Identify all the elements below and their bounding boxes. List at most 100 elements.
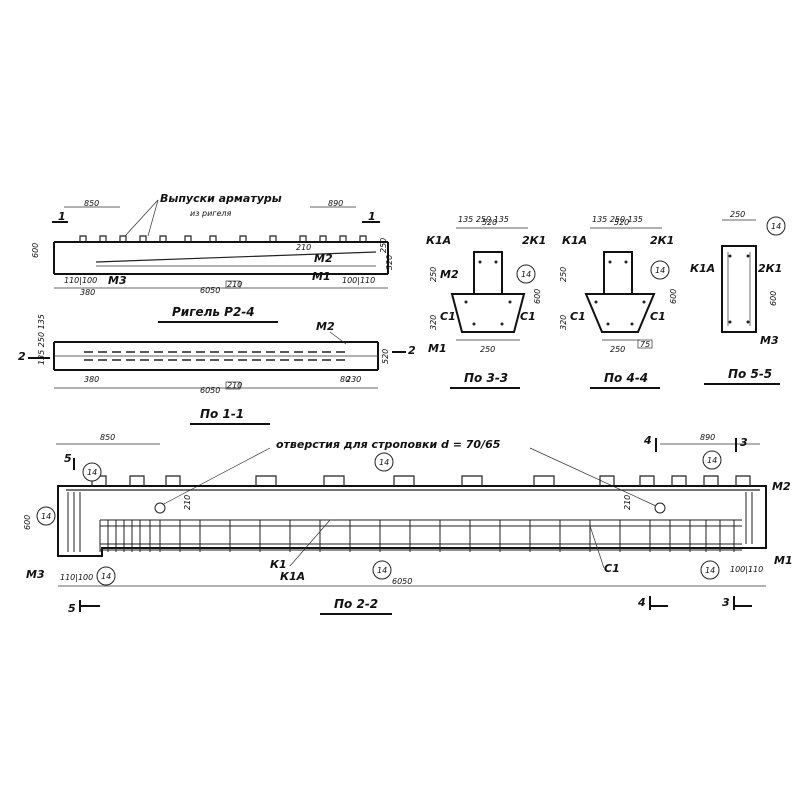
dim-100-110-right: 100|110 [342,276,375,285]
callout-14-g: 14 [705,566,715,575]
callout-14-s33-num: 14 [521,270,531,279]
mark-m2: М2 [314,252,333,265]
dim-890-big: 890 [700,433,715,442]
callout-14-f: 14 [377,566,387,575]
mark-c1-big: С1 [604,562,620,575]
callout-14-s55 [766,216,786,236]
dim-80-230: 230 [346,375,361,384]
dim-600-v-s33: 600 [533,289,542,304]
section-5-5: 250 К1А 2К1 М3 600 14 По 5-5 [690,210,786,385]
dim-850-big: 850 [100,433,115,442]
mark-c1-s33-right: С1 [520,310,536,323]
dim-100-110-big: 100|110 [730,565,763,574]
dim-250-s44: 250 [610,345,625,354]
dim-600-v-s55: 600 [769,291,778,306]
dim-135-250-135: 135 250 135 [37,314,46,365]
cut-mark-2-right: 2 [408,344,416,357]
lifting-hole-right [654,502,666,514]
dim-250-right: 250 [379,238,388,253]
dim-890: 890 [328,199,343,208]
dim-250-v-s33: 250 [429,267,438,282]
cut-mark-3-top: 3 [740,436,748,449]
mark-2k1-s44: 2К1 [650,234,674,247]
dim-600-big: 600 [23,515,32,530]
cut-mark-4-bottom: 4 [637,596,646,609]
callout-14-a: 14 [87,468,97,477]
mark-m1-big: М1 [774,554,793,567]
dim-320-right: 320 [385,255,394,270]
mark-k1-big: К1 [270,558,287,571]
mark-m3-big: М3 [26,568,45,581]
dim-600-v-s44: 600 [669,289,678,304]
cut-mark-3-bottom: 3 [722,596,730,609]
dim-6050-big: 6050 [392,577,412,586]
dim-250-s33: 250 [480,345,495,354]
callout-14-e: 14 [101,572,111,581]
section-3-3: 520 135 250 135 250 К1А 2К1 М2 С1 С1 М1 … [426,215,546,389]
note-holes: отверстия для строповки d = 70/65 [276,438,501,451]
dim-600-left: 600 [31,243,40,258]
dim-250-v-s44: 250 [559,267,568,282]
dim-6050: 6050 [200,286,220,295]
dim-320-v-s33: 320 [429,315,438,330]
top-outlets-big [91,475,751,486]
rebar-outlets [79,235,367,242]
section-2-2-elevation: 850 890 отверстия для строповки d = 70/6… [23,433,793,615]
dim-210-left: 210 [183,495,192,510]
cut-mark-4-top: 4 [643,434,652,447]
dim-6050-plan-box: 210 [227,381,242,390]
callout-14-s44-num: 14 [655,266,665,275]
callout-14-b: 14 [379,458,389,467]
dim-6050-plan: 6050 [200,386,220,395]
mark-m3-s55: М3 [760,334,779,347]
mark-c1-s33-left: С1 [440,310,456,323]
dim-210-right: 210 [623,495,632,510]
cut-mark-5-bottom: 5 [68,602,76,615]
dim-850: 850 [84,199,99,208]
mark-m1: М1 [312,270,331,283]
mark-k1a-s55: К1А [690,262,715,275]
stirrups [99,519,742,552]
plan-view-1-1: 6050 210 380 230 80 М2 135 250 135 520 2… [18,314,416,425]
title-sec-5-5: По 5-5 [728,367,772,381]
mark-c1-s44-left: С1 [570,310,586,323]
dim-135-250-135-s33: 135 250 135 [458,215,509,224]
dim-520-plan: 520 [381,349,390,364]
mark-2k1-s55: 2К1 [758,262,782,275]
dim-250-s55: 250 [730,210,745,219]
title-girder: Ригель Р2-4 [172,305,255,319]
title-sec-1-1: По 1-1 [200,407,244,421]
mark-m2-big: М2 [772,480,791,493]
callout-14-s33 [516,264,536,284]
mark-m3: М3 [108,274,127,287]
mark-2k1-s33: 2К1 [522,234,546,247]
mark-k1a-s44: К1А [562,234,587,247]
title-sec-2-2: По 2-2 [334,597,378,611]
dim-520-s44: 520 [614,218,629,227]
note-outlets: Выпуски арматуры [160,192,282,205]
dim-6050-box: 210 [227,280,242,289]
dim-110-100-big: 110|100 [60,573,93,582]
dim-80: 80 [340,375,350,384]
callout-14-s55-num: 14 [771,222,781,231]
dim-380: 380 [80,288,95,297]
dim-210-top: 210 [296,243,311,252]
girder-elevation-view: 850 890 6050 210 600 110|100 380 100|110… [31,192,394,323]
dim-320-v-s44: 320 [559,315,568,330]
dim-380-plan: 380 [84,375,99,384]
title-sec-4-4: По 4-4 [604,371,648,385]
dim-135-250-135-s44: 135 250 135 [592,215,643,224]
cut-mark-5-top: 5 [64,452,72,465]
mark-c1-s44-right: С1 [650,310,666,323]
cut-mark-1-right: 1 [368,210,376,223]
lifting-hole-left [154,502,166,514]
callout-14-s44 [650,260,670,280]
section-4-4: 520 135 250 135 250 75 К1А 2К1 С1 С1 250… [559,215,678,389]
mark-m2-s33: М2 [440,268,459,281]
cut-mark-1-left: 1 [58,210,66,223]
mark-m1-s33: М1 [428,342,447,355]
mark-k1a-s33: К1А [426,234,451,247]
cut-mark-2-left: 2 [18,350,26,363]
plan-dashes [84,351,348,361]
